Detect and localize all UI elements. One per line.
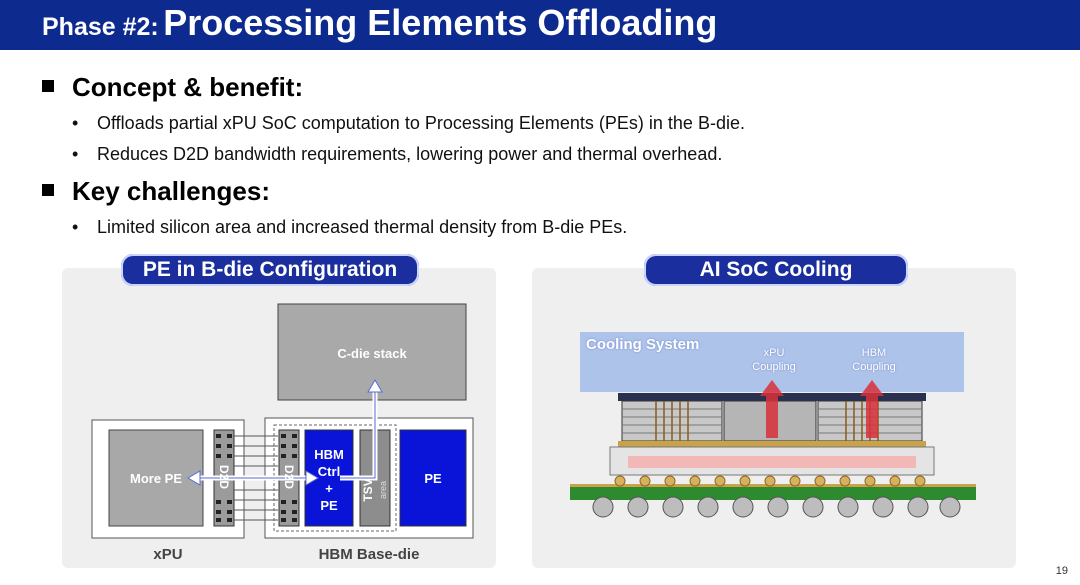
micro-bump-row xyxy=(618,441,926,447)
challenges-bullet-1: •Limited silicon area and increased ther… xyxy=(72,217,628,237)
cooling-system-label: Cooling System xyxy=(586,336,700,353)
challenges-heading-text: Key challenges: xyxy=(72,176,270,206)
hbm-base-label: HBM Base-die xyxy=(318,546,420,563)
title-bar: Phase #2: Processing Elements Offloading xyxy=(0,0,1080,50)
xpu-heat-arrow xyxy=(760,380,784,438)
concept-bullet-1-text: Offloads partial xPU SoC computation to … xyxy=(97,113,745,133)
square-bullet-icon xyxy=(42,80,54,92)
hbm-coupling-line-2: Coupling xyxy=(852,361,896,373)
hbm-ctrl-line-3: + xyxy=(325,481,333,496)
concept-bullet-1: •Offloads partial xPU SoC computation to… xyxy=(72,113,745,133)
substrate xyxy=(570,486,976,500)
pe-label: PE xyxy=(424,471,442,486)
challenges-bullet-1-text: Limited silicon area and increased therm… xyxy=(97,217,628,237)
solder-balls xyxy=(592,496,961,518)
slide-title-prefix: Phase #2: xyxy=(42,13,159,41)
pe-box xyxy=(399,429,467,527)
pe-config-title: PE in B-die Configuration xyxy=(121,254,419,286)
slide-title: Phase #2: Processing Elements Offloading xyxy=(42,2,717,44)
hbm-coupling-label: HBM Coupling xyxy=(838,346,910,374)
hbm-ctrl-pe-label: HBM Ctrl + PE xyxy=(305,446,353,514)
concept-bullet-2-text: Reduces D2D bandwidth requirements, lowe… xyxy=(97,144,723,164)
xpu-label: xPU xyxy=(153,546,183,563)
page-number: 19 xyxy=(1055,565,1068,577)
hbm-ctrl-line-1: HBM xyxy=(314,447,344,462)
cooling-title: AI SoC Cooling xyxy=(644,254,908,286)
c4-bumps xyxy=(614,475,926,487)
square-bullet-icon xyxy=(42,184,54,196)
xpu-coupling-line-2: Coupling xyxy=(752,361,796,373)
hbm-heat-arrow xyxy=(860,380,884,438)
challenges-heading: Key challenges: xyxy=(42,176,270,207)
hbm-ctrl-line-2: Ctrl xyxy=(317,464,341,479)
xpu-coupling-line-1: xPU xyxy=(763,347,785,359)
cdie-stack xyxy=(277,303,467,401)
concept-heading-text: Concept & benefit: xyxy=(72,72,304,102)
concept-heading: Concept & benefit: xyxy=(42,72,303,103)
hbm-stack-left xyxy=(621,400,723,442)
hbm-coupling-line-1: HBM xyxy=(861,347,887,359)
more-pe-label: More PE xyxy=(129,471,182,486)
xpu-coupling-label: xPU Coupling xyxy=(738,346,810,374)
cdie-stack-label: C-die stack xyxy=(337,346,407,361)
base-die-heat xyxy=(628,456,916,468)
hbm-ctrl-line-4: PE xyxy=(320,498,338,513)
slide-title-main: Processing Elements Offloading xyxy=(163,2,718,43)
concept-bullet-2: •Reduces D2D bandwidth requirements, low… xyxy=(72,144,723,164)
